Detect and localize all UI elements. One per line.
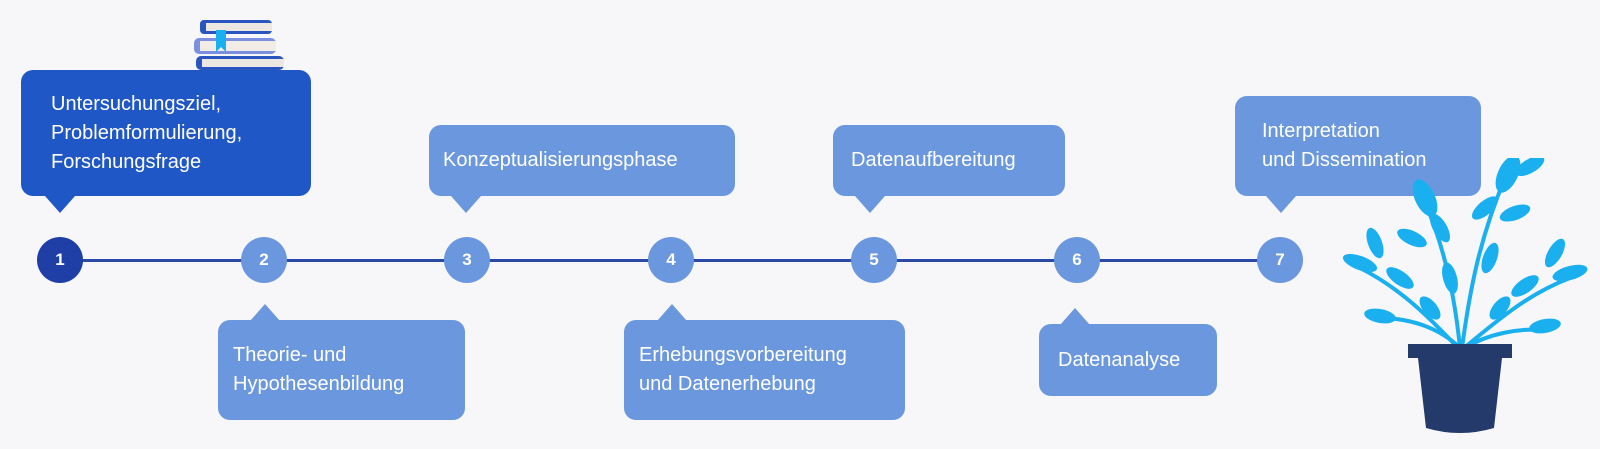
step-7-line-1: Interpretation	[1262, 120, 1380, 142]
step-bubble-1: Untersuchungsziel, Problemformulierung, …	[21, 70, 311, 196]
step-bubble-2-pointer	[250, 304, 280, 321]
step-node-6: 6	[1054, 237, 1100, 283]
step-bubble-1-pointer	[45, 196, 75, 213]
step-node-2: 2	[241, 237, 287, 283]
step-3-line-1: Konzeptualisierungsphase	[443, 149, 678, 171]
step-node-1: 1	[37, 237, 83, 283]
step-bubble-3: Konzeptualisierungsphase	[429, 125, 735, 196]
step-bubble-7: Interpretation und Dissemination	[1235, 96, 1481, 196]
step-bubble-5-pointer	[855, 196, 885, 213]
plant-icon	[1342, 158, 1588, 433]
step-1-line-2: Problemformulierung,	[51, 121, 243, 144]
step-1-line-1: Untersuchungsziel,	[51, 92, 222, 115]
step-node-5: 5	[851, 237, 897, 283]
step-7-line-2: und Dissemination	[1262, 149, 1427, 171]
books-icon	[194, 20, 284, 70]
step-4-line-1: Erhebungsvorbereitung	[639, 344, 847, 366]
step-bubble-4: Erhebungsvorbereitung und Datenerhebung	[624, 320, 905, 420]
step-bubble-5: Datenaufbereitung	[833, 125, 1065, 196]
step-bubble-7-pointer	[1266, 196, 1296, 213]
step-bubble-2: Theorie- und Hypothesenbildung	[218, 320, 465, 420]
step-bubble-6-pointer	[1060, 308, 1090, 325]
step-bubble-3-pointer	[451, 196, 481, 213]
step-node-3: 3	[444, 237, 490, 283]
step-6-line-1: Datenanalyse	[1058, 348, 1181, 371]
step-bubble-4-pointer	[657, 304, 687, 321]
step-2-line-1: Theorie- und	[233, 344, 347, 366]
step-4-line-2: und Datenerhebung	[639, 373, 816, 395]
step-node-4: 4	[648, 237, 694, 283]
step-1-line-3: Forschungsfrage	[51, 150, 202, 173]
step-2-line-2: Hypothesenbildung	[233, 373, 405, 395]
step-bubble-6: Datenanalyse	[1039, 324, 1217, 396]
step-node-7: 7	[1257, 237, 1303, 283]
step-5-line-1: Datenaufbereitung	[851, 149, 1016, 171]
